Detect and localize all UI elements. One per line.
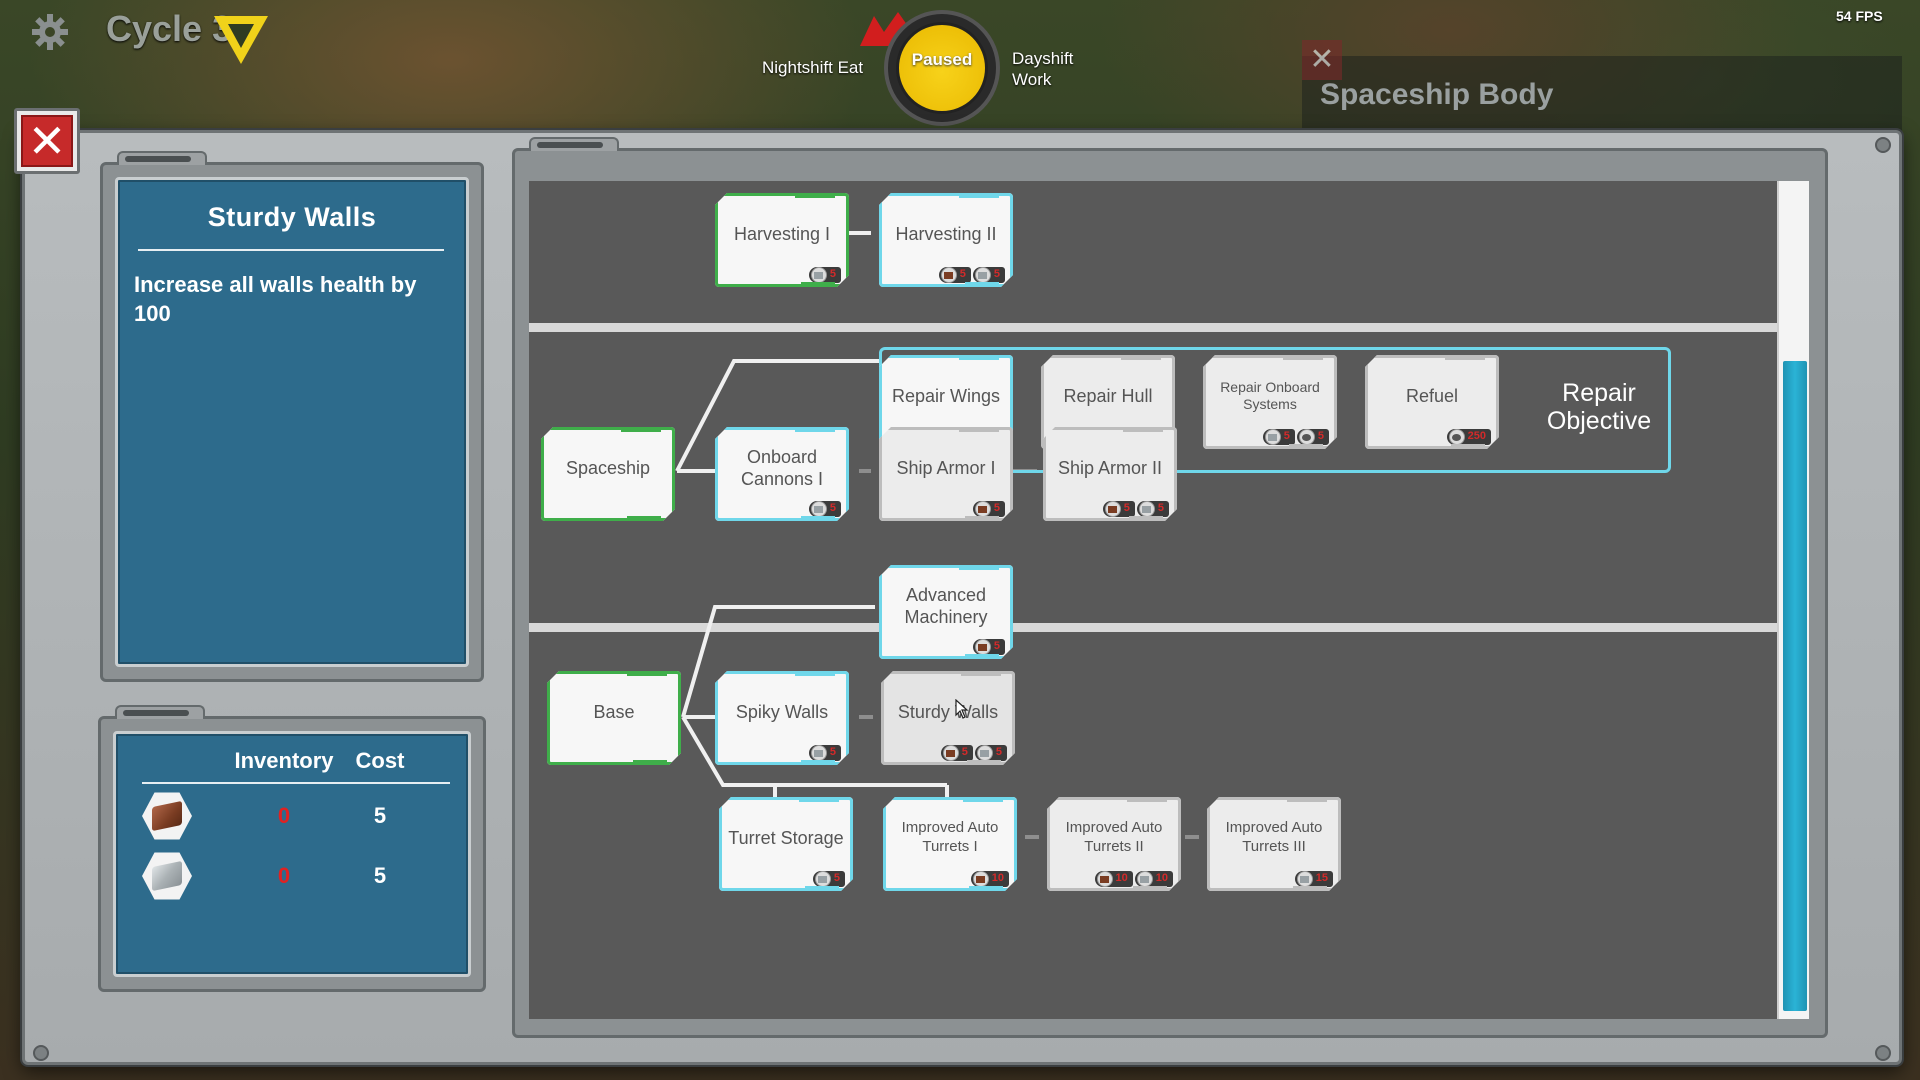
node-label: Improved Auto Turrets II [1065,819,1163,855]
node-label: Spiky Walls [735,701,829,722]
dayshift-label: Dayshift Work [1012,48,1073,91]
tech-node-harvesting-1[interactable]: Harvesting I 5 [715,193,849,287]
tech-node-improved-auto-turrets-1[interactable]: Improved Auto Turrets I 10 [883,797,1017,891]
node-label: Ship Armor I [896,457,996,478]
panel-tab [117,151,207,165]
tech-node-spiky-walls[interactable]: Spiky Walls 5 [715,671,849,765]
dayshift-label-line1: Dayshift [1012,49,1074,68]
node-label: Harvesting I [733,223,831,244]
scrollbar-thumb[interactable] [1783,361,1807,1011]
background-panel: ✕ Spaceship Body [1302,40,1902,136]
cycle-counter: Cycle 3 [106,8,233,49]
cost-row-wood: 0 5 [116,788,468,844]
repair-objective-label: Repair Objective [1546,379,1652,435]
background-close-icon[interactable]: ✕ [1302,40,1342,80]
research-info-panel: Sturdy Walls Increase all walls health b… [100,151,484,682]
tech-node-ship-armor-1[interactable]: Ship Armor I 5 [879,427,1013,521]
fps-counter: 54 FPS [1836,8,1883,24]
title-divider [138,249,444,251]
close-window-button[interactable]: ✕ [14,108,80,174]
cost-panel: Inventory Cost 0 5 0 5 [98,705,486,992]
cost-table-header: Inventory Cost [116,734,468,774]
node-label: Improved Auto Turrets III [1225,819,1323,855]
node-label: Improved Auto Turrets I [901,819,999,855]
info-content: Sturdy Walls Increase all walls health b… [115,177,469,667]
tech-tree-canvas[interactable]: Repair Objective Harvesting I 5 Harvesti… [529,181,1777,1019]
tech-node-base[interactable]: Base [547,671,681,765]
day-cycle-clock[interactable]: Paused [884,10,1000,126]
cost-value: 5 [373,803,387,828]
close-icon: ✕ [21,115,73,167]
panel-tab [115,705,205,719]
inventory-header: Inventory [234,748,334,773]
node-label: Turret Storage [728,827,844,848]
clock-face: Paused [896,22,988,114]
tech-node-advanced-machinery[interactable]: Advanced Machinery 5 [879,565,1013,659]
node-cost: 5 [809,745,841,761]
section-divider [529,623,1777,632]
node-label: Base [593,701,635,722]
tech-node-spaceship[interactable]: Spaceship [541,427,675,521]
metal-resource-icon [142,852,192,900]
section-divider [529,323,1777,332]
cost-row-metal: 0 5 [116,848,468,904]
tech-node-refuel[interactable]: Refuel 250 [1365,355,1499,449]
inventory-value: 0 [277,803,291,828]
inventory-value: 0 [277,863,291,888]
node-cost: 5 [809,501,841,517]
node-cost: 10 [971,871,1009,887]
node-cost: 15 [1295,871,1333,887]
node-cost: 250 [1447,429,1491,445]
node-label: Repair Onboard Systems [1220,378,1320,412]
dayshift-label-line2: Work [1012,70,1052,90]
tree-scrollbar[interactable] [1777,181,1809,1019]
node-label: Refuel [1405,385,1459,406]
warning-triangle-icon [212,12,270,73]
cost-content: Inventory Cost 0 5 0 5 [113,731,471,977]
node-label: Onboard Cannons I [740,446,824,489]
panel-tab [529,137,619,151]
node-label: Ship Armor II [1057,457,1163,478]
paused-status: Paused [911,50,973,69]
cost-divider [142,782,450,784]
tech-tree-panel: Repair Objective Harvesting I 5 Harvesti… [512,137,1828,1038]
tree-connectors [675,231,1331,839]
nightshift-label: Nightshift Eat [762,58,864,77]
wood-resource-icon [142,792,192,840]
cost-header: Cost [355,748,405,773]
node-label: Sturdy Walls [897,701,999,722]
node-cost: 5 [973,639,1005,655]
cost-value: 5 [373,863,387,888]
node-label: Repair Hull [1063,385,1153,406]
settings-gear-icon[interactable] [30,12,70,52]
node-label: Repair Wings [891,385,1001,406]
node-label: Spaceship [565,457,651,478]
node-label: Advanced Machinery [904,584,988,627]
background-panel-title: Spaceship Body [1320,78,1554,111]
node-label: Harvesting II [895,223,997,244]
node-cost: 5 [973,501,1005,517]
mouse-cursor-icon [955,698,969,724]
research-description: Increase all walls health by 100 [134,272,417,326]
node-cost: 5 [813,871,845,887]
tech-node-onboard-cannons-1[interactable]: Onboard Cannons I 5 [715,427,849,521]
node-cost: 5 [809,267,841,283]
tech-node-improved-auto-turrets-3[interactable]: Improved Auto Turrets III 15 [1207,797,1341,891]
tech-node-turret-storage[interactable]: Turret Storage 5 [719,797,853,891]
research-title: Sturdy Walls [207,202,377,232]
